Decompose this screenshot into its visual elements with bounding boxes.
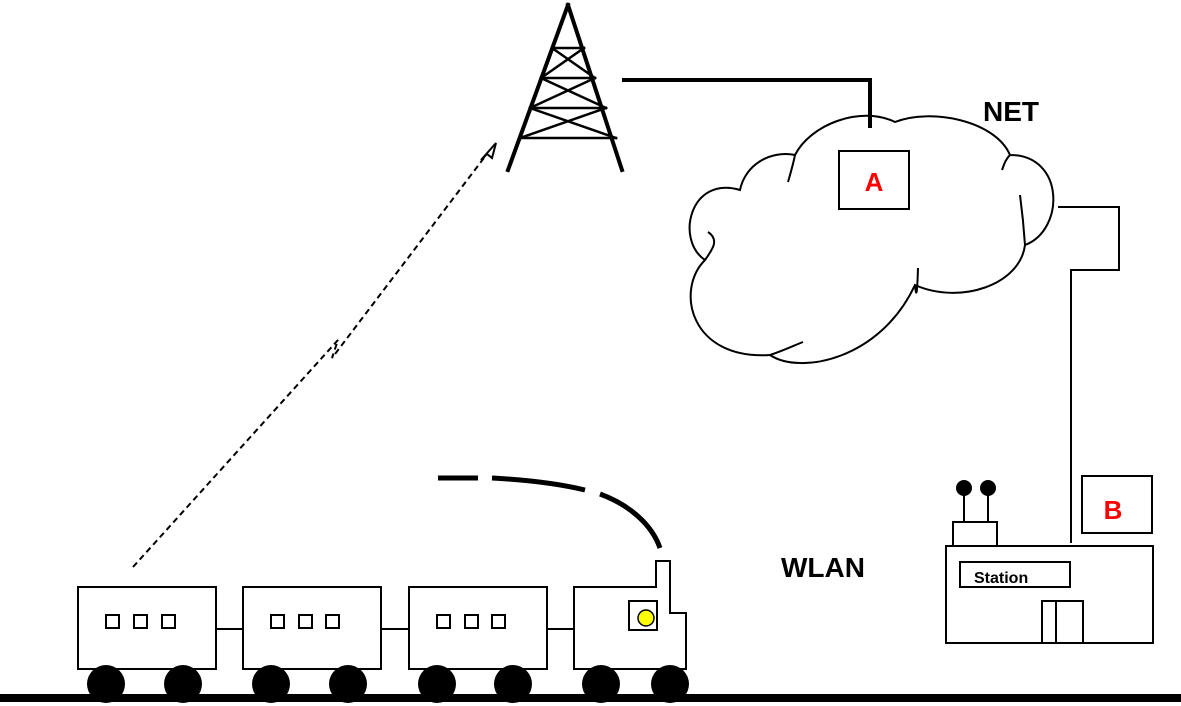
radio-link (132, 149, 491, 568)
radio-tower-icon (505, 2, 625, 173)
train-icon (77, 560, 689, 703)
network-cloud-icon (688, 114, 1055, 365)
box-a (838, 150, 910, 210)
net-label: NET (983, 96, 1039, 127)
box-b (1081, 475, 1153, 534)
tower-network-link (622, 78, 872, 128)
box-a-label: A (865, 167, 884, 197)
wlan-label: WLAN (781, 552, 865, 583)
radio-link-arrowhead (480, 142, 497, 161)
wlan-signal-arc (438, 475, 663, 549)
station-label: Station (974, 570, 1028, 587)
locomotive-lamp (637, 609, 655, 627)
network-station-link (1058, 206, 1120, 543)
station-building-icon (945, 480, 1154, 644)
box-b-label: B (1104, 495, 1123, 525)
